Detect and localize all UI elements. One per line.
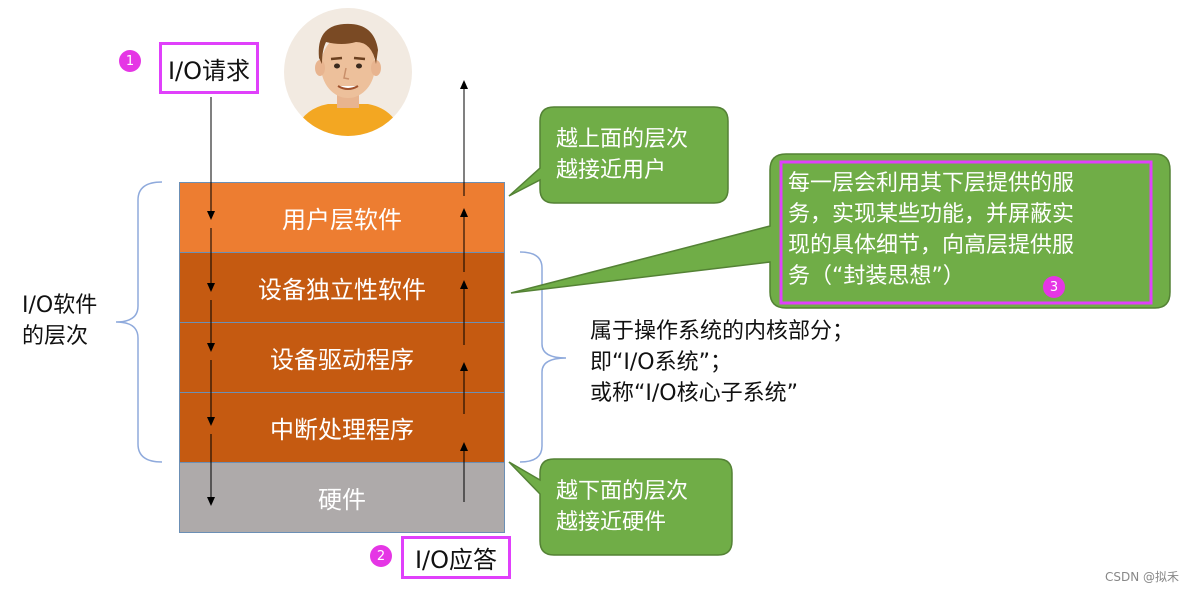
layer-hardware: 硬件 <box>179 462 505 533</box>
layer-device-independent-software: 设备独立性软件 <box>179 252 505 322</box>
io-response-box: I/O应答 <box>401 536 511 579</box>
right-brace <box>519 251 567 463</box>
layer-device-driver: 设备驱动程序 <box>179 322 505 392</box>
left-brace <box>115 181 163 463</box>
watermark: CSDN @拟禾 <box>1104 570 1179 584</box>
step-3-badge: 3 <box>1043 276 1065 298</box>
step-1-badge: 1 <box>119 50 141 72</box>
callout-right-text: 每一层会利用其下层提供的服 务，实现某些功能，并屏蔽实 现的具体细节，向高层提供… <box>788 171 1075 289</box>
callout-bottom-text: 越下面的层次 越接近硬件 <box>556 479 689 535</box>
layer-interrupt-handler: 中断处理程序 <box>179 392 505 462</box>
layer-user-software: 用户层软件 <box>179 182 505 252</box>
step-2-badge: 2 <box>370 545 392 567</box>
io-request-box: I/O请求 <box>159 42 259 94</box>
layer-divider <box>179 462 505 463</box>
io-response-label: I/O应答 <box>414 546 498 574</box>
kernel-note: 属于操作系统的内核部分； 即“I/O系统”； 或称“I/O核心子系统” <box>590 319 855 406</box>
layer-divider <box>179 392 505 393</box>
layer-divider <box>179 252 505 253</box>
user-avatar <box>284 8 412 136</box>
callout-top-text: 越上面的层次 越接近用户 <box>556 127 689 183</box>
layer-divider <box>179 322 505 323</box>
io-software-levels-label: I/O软件 的层次 <box>22 293 98 349</box>
io-request-label: I/O请求 <box>167 56 251 85</box>
